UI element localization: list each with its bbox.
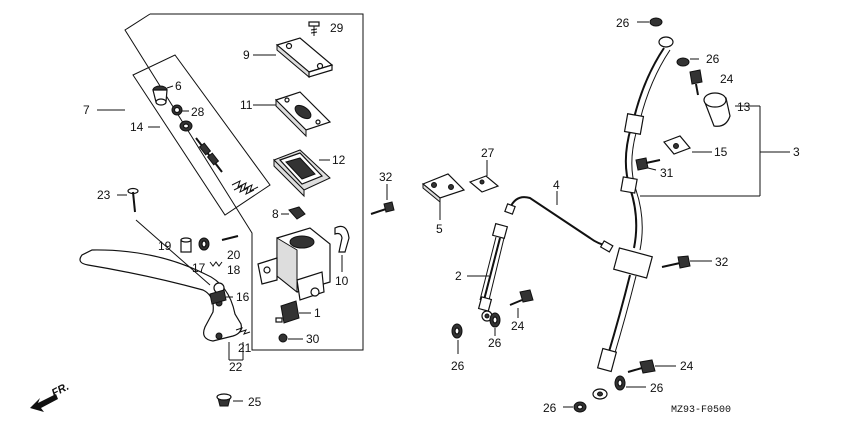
diaphragm-12: [273, 149, 331, 198]
callout-16: 16: [236, 290, 250, 304]
pivot-bolt-23: [127, 187, 139, 213]
bolt-24-top: [689, 69, 703, 96]
callout-26-e: 26: [650, 381, 664, 395]
callout-24-middle: 24: [511, 319, 525, 333]
callout-14: 14: [130, 120, 144, 134]
callout-30: 30: [306, 332, 320, 346]
screw-20b: [221, 235, 239, 241]
piston-kit-frame: [132, 54, 271, 216]
screw-29: [308, 21, 320, 36]
clip-8: [288, 206, 306, 220]
callout-11: 11: [240, 98, 253, 112]
washer-26-a: [451, 323, 463, 339]
grommet-25: [216, 393, 232, 407]
callout-5: 5: [436, 222, 443, 236]
screw-30: [278, 333, 288, 343]
callout-17: 17: [192, 261, 206, 275]
callout-19: 19: [158, 239, 172, 253]
cap-13: [703, 92, 731, 127]
brake-pipe-4: [504, 196, 614, 253]
callout-15: 15: [714, 145, 728, 159]
callout-26-b: 26: [488, 336, 502, 350]
bolt-32-right: [661, 255, 691, 269]
brake-lever: [79, 219, 242, 342]
circlip-28: [171, 104, 183, 116]
washer-26-e: [573, 401, 587, 413]
callout-24-bottom: 24: [680, 359, 694, 373]
piston-boot-6: [152, 85, 168, 106]
callout-23: 23: [97, 188, 111, 202]
callout-13: 13: [737, 100, 751, 114]
direction-label: FR.: [50, 381, 71, 400]
bracket-5: [421, 173, 466, 204]
washer-26-d: [614, 375, 626, 391]
brake-switch-1: [275, 300, 300, 324]
master-cylinder-body: [257, 227, 331, 301]
callout-18: 18: [227, 263, 241, 277]
callout-21: 21: [238, 341, 252, 355]
assembly-frame: [124, 13, 364, 351]
callout-29: 29: [330, 21, 344, 35]
adjuster-16: [209, 289, 227, 305]
callout-32-left: 32: [379, 170, 393, 184]
callout-31: 31: [660, 166, 674, 180]
reservoir-cap-9: [275, 37, 334, 79]
callout-7: 7: [83, 103, 90, 117]
callout-20: 20: [227, 248, 241, 262]
diagram-code: MZ93-F0500: [671, 405, 731, 416]
spring: [231, 180, 259, 195]
piston-rod: [195, 137, 223, 173]
callout-32-right: 32: [715, 255, 729, 269]
washer-26-c: [676, 57, 690, 67]
callout-26-c: 26: [616, 16, 630, 30]
washer-seal: [179, 120, 193, 132]
fitting-10: [334, 225, 350, 253]
spring-18: [209, 261, 223, 267]
callout-9: 9: [243, 48, 250, 62]
brake-hose-3: [592, 17, 674, 400]
callout-1: 1: [314, 306, 321, 320]
callout-6: 6: [175, 79, 182, 93]
callout-10: 10: [335, 274, 349, 288]
callout-26-a: 26: [451, 359, 465, 373]
spring-21: [235, 327, 251, 335]
washer-26-b: [489, 312, 501, 328]
plate-11: [274, 91, 332, 138]
callout-22: 22: [229, 360, 243, 374]
callout-24-top: 24: [720, 72, 734, 86]
callout-26-d: 26: [706, 52, 720, 66]
callout-3: 3: [793, 145, 800, 159]
front-direction-arrow: [30, 394, 58, 412]
callout-2: 2: [455, 269, 462, 283]
callout-8: 8: [272, 207, 279, 221]
callout-4: 4: [553, 178, 560, 192]
callout-25: 25: [248, 395, 262, 409]
bolt-32-left: [370, 201, 395, 215]
bolt-24-middle: [509, 289, 534, 306]
callout-26-f: 26: [543, 401, 557, 415]
bolt-24-bottom: [627, 359, 656, 374]
clamp-15: [662, 135, 692, 155]
callout-27: 27: [481, 146, 495, 160]
callout-12: 12: [332, 153, 346, 167]
bushing-19: [180, 237, 192, 253]
collar-20: [198, 237, 210, 251]
callout-28: 28: [191, 105, 205, 119]
clamp-27: [468, 175, 500, 193]
brake-hose-2: [477, 222, 509, 322]
